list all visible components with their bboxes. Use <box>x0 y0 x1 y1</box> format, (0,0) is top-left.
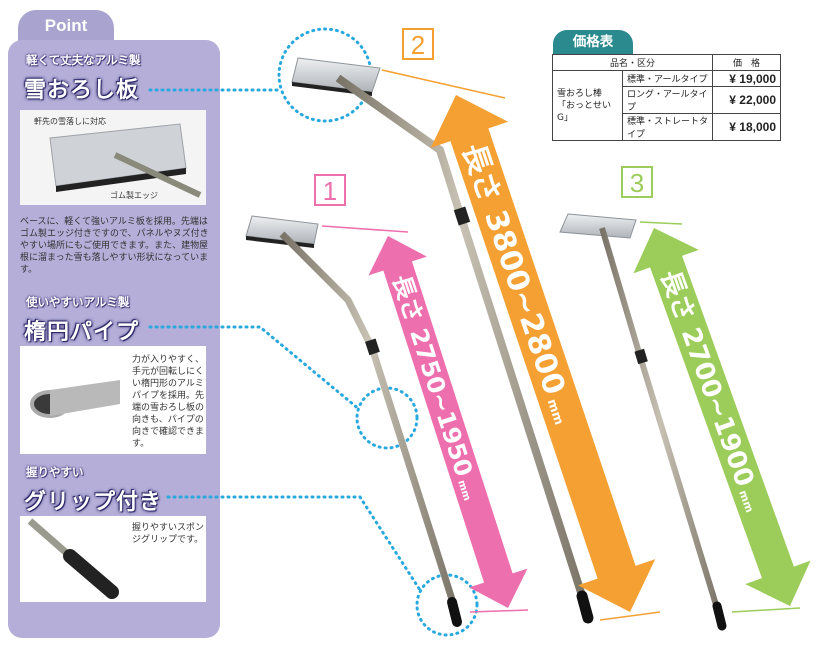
ref-line-1-bottom <box>469 609 529 613</box>
price-cell: ¥ 19,000 <box>712 70 781 87</box>
table-row: ロング・アールタイプ ¥ 22,000 <box>553 86 781 114</box>
length-arrow-2: 長さ 3800~2800 mm <box>430 95 656 612</box>
feature-2-sub: 使いやすいアルミ製 <box>26 295 130 309</box>
feature-3-heading: グリップ付き <box>24 490 163 515</box>
arrow-shape-3 <box>633 228 811 606</box>
photo-note-eaves: 軒先の雪落しに対応 <box>34 117 106 126</box>
feature-1-sub: 軽くて丈夫なアルミ製 <box>26 53 141 67</box>
ref-line-1-top <box>321 225 409 233</box>
feature-2-description: 力が入りやすく、手元が回転しにくい楕円形のアルミパイプを採用。先端の雪おろし板の… <box>132 355 205 449</box>
product-1-number: 1 <box>314 174 346 206</box>
length-arrow-3: 長さ 2700~1900 mm <box>633 228 811 606</box>
grip-panel: 握りやすいスポンジグリップです。 <box>20 516 206 602</box>
oval-pipe-image <box>20 346 130 454</box>
callout-circle-grip <box>415 573 479 637</box>
pole-2 <box>291 57 594 624</box>
ref-line-2-bottom <box>599 611 661 621</box>
table-row: 標準・ストレートタイプ ¥ 18,000 <box>553 113 781 141</box>
photo-note-edge: ゴム製エッジ <box>110 191 158 200</box>
feature-2-heading: 楕円パイプ <box>24 320 140 345</box>
length-text-1: 長さ 2750~1950 mm <box>387 271 486 503</box>
snow-plate-image <box>20 110 206 205</box>
pole-3 <box>559 213 727 631</box>
length-label: 長さ <box>387 271 431 333</box>
snow-plate-photo: 軒先の雪落しに対応 ゴム製エッジ <box>20 110 206 205</box>
callout-circle-pipe <box>355 386 419 450</box>
variant-cell: 標準・ストレートタイプ <box>622 113 713 141</box>
arrow-shape-1 <box>368 236 528 608</box>
feature-3-description: 握りやすいスポンジグリップです。 <box>132 523 205 545</box>
price-table-title: 価格表 <box>553 30 633 54</box>
feature-1-heading: 雪おろし板 <box>24 78 140 103</box>
variant-cell: ロング・アールタイプ <box>622 86 713 114</box>
table-row: 雪おろし棒「おっとせいG」 標準・アールタイプ ¥ 19,000 <box>552 70 781 141</box>
price-header-row: 品名・区分 価 格 <box>552 54 781 71</box>
product-3-number: 3 <box>621 166 653 198</box>
point-tab: Point <box>18 10 114 44</box>
ref-line-3-top <box>639 221 683 225</box>
ref-line-2-top <box>381 69 506 99</box>
pole-1 <box>245 215 462 627</box>
arrow-shape-2 <box>430 95 656 612</box>
feature-1-description: ベースに、軽くて強いアルミ板を採用。先端はゴム製エッジ付きですので、パネルやヌズ… <box>20 217 209 275</box>
point-panel: 軽くて丈夫なアルミ製 雪おろし板 軒先の雪落しに対応 ゴム製エッジ ベースに、軽… <box>8 40 220 638</box>
price-table: 品名・区分 価 格 雪おろし棒「おっとせいG」 標準・アールタイプ ¥ 19,0… <box>552 54 781 141</box>
product-2-number: 2 <box>402 28 434 60</box>
feature-3-sub: 握りやすい <box>26 465 84 479</box>
price-cell: ¥ 22,000 <box>712 86 781 114</box>
length-value: 2750~1950 <box>404 325 478 480</box>
price-cell: ¥ 18,000 <box>712 113 781 141</box>
length-text-3: 長さ 2700~1900 mm <box>654 266 768 515</box>
ref-line-3-bottom <box>731 607 801 613</box>
length-value: 2700~1900 <box>675 324 760 491</box>
leader-line-grip <box>166 495 422 592</box>
oval-pipe-panel: 力が入りやすく、手元が回転しにくい楕円形のアルミパイプを採用。先端の雪おろし板の… <box>20 346 206 454</box>
model-name: 雪おろし棒「おっとせいG」 <box>552 70 623 141</box>
leader-line-pipe <box>148 325 362 412</box>
grip-image <box>20 516 130 602</box>
